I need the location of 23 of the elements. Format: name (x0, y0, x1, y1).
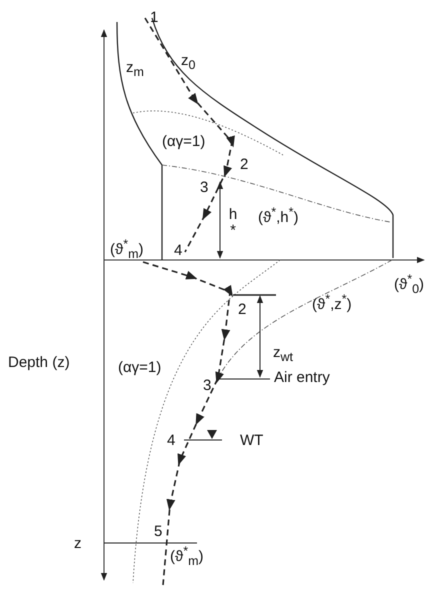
point-number: 4 (167, 433, 176, 449)
curve-label: (ϑ$^{*}$,h$^{*}$) (258, 206, 298, 226)
curve-label: z$_{0}$ (181, 53, 196, 72)
point-number: 3 (203, 378, 212, 394)
dimension-label: z$_{wt}$ (273, 345, 293, 364)
level-label: WT (240, 433, 264, 449)
point-number: 3 (200, 180, 208, 196)
axis-label: Depth (z) (8, 355, 70, 371)
point-number: 2 (238, 302, 246, 318)
point-label: (ϑ$^{*}$$_{m}$) (110, 238, 144, 262)
point-number: 2 (240, 157, 248, 173)
level-label: Air entry (274, 370, 330, 386)
curve-label: (ϑ$^{*}$,z$^{*}$) (312, 293, 352, 313)
curve-label: z$_{m}$ (126, 60, 144, 80)
point-number: 1 (150, 10, 158, 26)
point-number: 5 (154, 524, 162, 540)
axis-label: z (74, 536, 82, 552)
point-label: (ϑ$^{*}$$_{m}$) (170, 545, 204, 568)
curve-label: (αγ=1) (118, 360, 162, 376)
point-label: (ϑ$^{*}$$_{0}$) (394, 273, 424, 296)
point-number: 4 (174, 243, 182, 259)
dimension-label: h * (228, 207, 238, 238)
curve-label: (αγ=1) (162, 134, 206, 150)
